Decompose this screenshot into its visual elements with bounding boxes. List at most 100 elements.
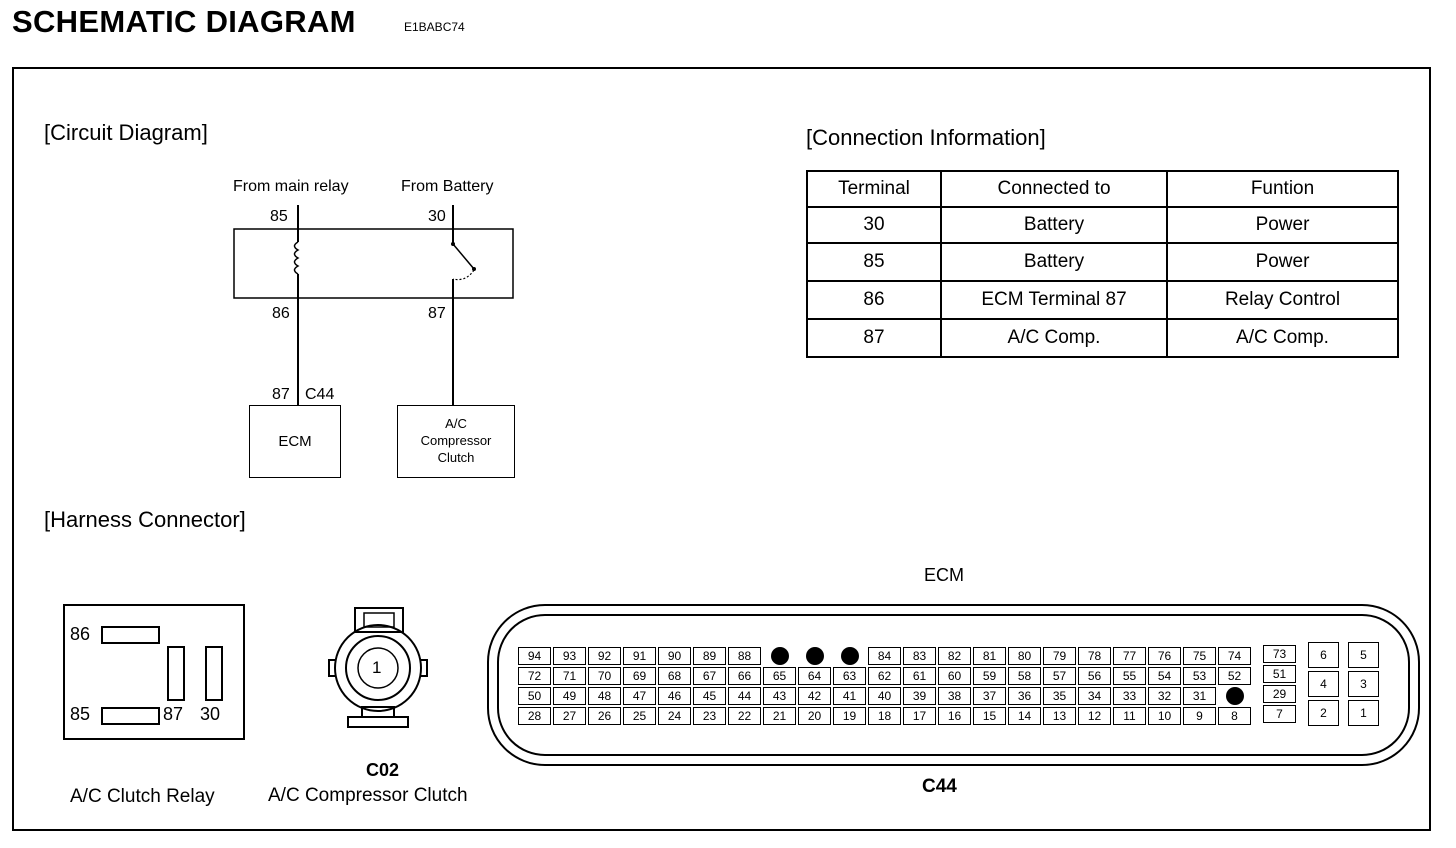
ecm-pin: 14 — [1008, 707, 1041, 725]
ecm-connector-label: C44 — [305, 386, 335, 403]
relay-pin-30-label: 30 — [428, 208, 446, 225]
ecm-pin: 45 — [693, 687, 726, 705]
ecm-pin: 33 — [1113, 687, 1146, 705]
ecm-pin: 54 — [1148, 667, 1181, 685]
relay-terminal-30-label: 30 — [200, 704, 221, 724]
ecm-pin: 9 — [1183, 707, 1216, 725]
ecm-unused-pin-dot — [771, 647, 789, 665]
ecm-pin: 64 — [798, 667, 831, 685]
ecm-pin: 69 — [623, 667, 656, 685]
ecm-block-pin: 4 — [1308, 671, 1339, 697]
ecm-pin: 46 — [658, 687, 691, 705]
table-cell: 86 — [806, 280, 942, 320]
ecm-pin-label: 87 — [272, 386, 290, 403]
ecm-pin: 18 — [868, 707, 901, 725]
ecm-pin: 36 — [1008, 687, 1041, 705]
ecm-pin: 80 — [1008, 647, 1041, 665]
ecm-pin: 53 — [1183, 667, 1216, 685]
ecm-block-pin: 5 — [1348, 642, 1379, 668]
ecm-pin: 49 — [553, 687, 586, 705]
ecm-pin: 21 — [763, 707, 796, 725]
ecm-pin: 16 — [938, 707, 971, 725]
table-cell: Battery — [940, 206, 1168, 244]
relay-box — [233, 228, 514, 299]
ecm-pin: 13 — [1043, 707, 1076, 725]
ecm-pin: 91 — [623, 647, 656, 665]
ecm-pin: 83 — [903, 647, 936, 665]
ecm-pin: 78 — [1078, 647, 1111, 665]
ecm-block-pin: 3 — [1348, 671, 1379, 697]
ecm-pin: 39 — [903, 687, 936, 705]
relay-terminal-85-label: 85 — [70, 704, 91, 724]
clutch-pin-1-label: 1 — [372, 658, 382, 677]
ecm-pin: 15 — [973, 707, 1006, 725]
ecm-pin: 28 — [518, 707, 551, 725]
ecm-pin: 60 — [938, 667, 971, 685]
ecm-pin: 40 — [868, 687, 901, 705]
table-cell: 30 — [806, 206, 942, 244]
ecm-pin: 92 — [588, 647, 621, 665]
relay-terminal-87-label: 87 — [163, 704, 184, 724]
ecm-pin: 41 — [833, 687, 866, 705]
ecm-pin: 24 — [658, 707, 691, 725]
ecm-unused-pin-dot — [806, 647, 824, 665]
ecm-pin: 58 — [1008, 667, 1041, 685]
ecm-box-label: ECM — [278, 433, 312, 450]
compressor-clutch-box-label: A/C Compressor Clutch — [420, 416, 492, 465]
ecm-pin: 61 — [903, 667, 936, 685]
ecm-pin: 65 — [763, 667, 796, 685]
table-cell: ECM Terminal 87 — [940, 280, 1168, 320]
table-cell: Relay Control — [1166, 280, 1399, 320]
ecm-block-pin: 6 — [1308, 642, 1339, 668]
table-row: 85 Battery Power — [806, 242, 1399, 282]
ecm-pin: 22 — [728, 707, 761, 725]
clutch-connector-code: C02 — [366, 760, 400, 780]
switch-link — [452, 269, 475, 281]
relay-pin-85-label: 85 — [270, 208, 288, 225]
ecm-block-pin: 2 — [1308, 700, 1339, 726]
ecm-pin: 44 — [728, 687, 761, 705]
ecm-pin: 47 — [623, 687, 656, 705]
ecm-connector-outer — [487, 604, 1420, 766]
compressor-clutch-connector — [328, 607, 428, 728]
ecm-unused-pin-dot — [841, 647, 859, 665]
ecm-pin: 50 — [518, 687, 551, 705]
ecm-pin: 63 — [833, 667, 866, 685]
table-cell: Power — [1166, 206, 1399, 244]
ecm-side-pin: 7 — [1263, 705, 1296, 723]
ecm-pin: 8 — [1218, 707, 1251, 725]
ecm-pin: 81 — [973, 647, 1006, 665]
relay-connector — [63, 604, 245, 740]
ecm-pin: 79 — [1043, 647, 1076, 665]
ecm-unused-pin-dot — [1226, 687, 1244, 705]
ecm-pin: 32 — [1148, 687, 1181, 705]
ecm-pin: 19 — [833, 707, 866, 725]
relay-pin-87-label: 87 — [428, 305, 446, 322]
ecm-pin: 66 — [728, 667, 761, 685]
ecm-pin: 68 — [658, 667, 691, 685]
relay-terminal-86-label: 86 — [70, 624, 91, 644]
header-function: Funtion — [1166, 170, 1399, 208]
ecm-pin: 38 — [938, 687, 971, 705]
ecm-pin: 43 — [763, 687, 796, 705]
compressor-clutch-box: A/C Compressor Clutch — [397, 405, 515, 478]
ecm-pin: 42 — [798, 687, 831, 705]
ecm-pin: 37 — [973, 687, 1006, 705]
header-connected-to: Connected to — [940, 170, 1168, 208]
table-cell: 87 — [806, 318, 942, 358]
relay-terminal-85 — [101, 707, 160, 725]
ecm-pin: 57 — [1043, 667, 1076, 685]
ecm-pin: 31 — [1183, 687, 1216, 705]
ecm-pin: 20 — [798, 707, 831, 725]
ecm-block-pin: 1 — [1348, 700, 1379, 726]
ecm-side-pin: 73 — [1263, 645, 1296, 663]
page-title: SCHEMATIC DIAGRAM — [12, 4, 356, 39]
ecm-pin: 55 — [1113, 667, 1146, 685]
ecm-pin: 74 — [1218, 647, 1251, 665]
connection-info-heading: [Connection Information] — [806, 125, 1046, 150]
ecm-pin: 10 — [1148, 707, 1181, 725]
ecm-pin: 48 — [588, 687, 621, 705]
ecm-pin: 56 — [1078, 667, 1111, 685]
harness-connector-heading: [Harness Connector] — [44, 507, 246, 532]
